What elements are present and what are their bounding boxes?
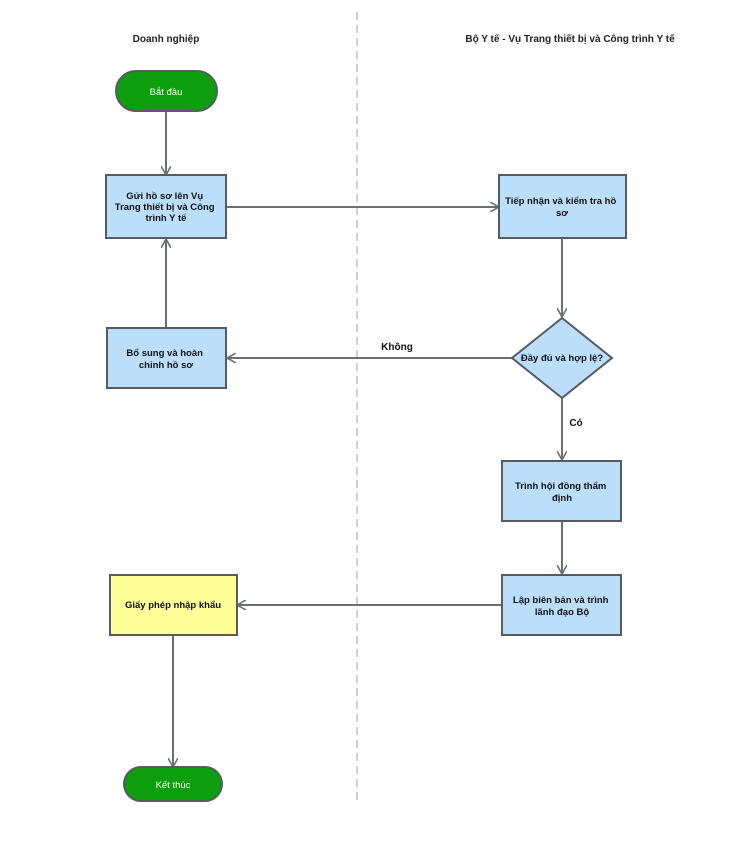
receive-check-node: Tiếp nhận và kiểm tra hồ sơ: [498, 174, 627, 239]
license-node: Giấy phép nhập khẩu: [109, 574, 238, 636]
report-node: Lập biên bản và trình lãnh đạo Bộ: [501, 574, 622, 636]
lane-title-business: Doanh nghiệp: [133, 34, 200, 45]
submit-dossier-label: Gửi hồ sơ lên Vụ Trang thiết bị và Công …: [115, 191, 217, 224]
supplement-node: Bổ sung và hoàn chỉnh hồ sơ: [106, 327, 227, 389]
receive-check-label: Tiếp nhận và kiểm tra hồ sơ: [505, 196, 619, 219]
start-label: Bắt đầu: [150, 87, 183, 98]
submit-dossier-node: Gửi hồ sơ lên Vụ Trang thiết bị và Công …: [105, 174, 227, 239]
decision-label: Đầy đủ và hợp lệ?: [521, 353, 603, 364]
license-label: Giấy phép nhập khẩu: [125, 600, 221, 611]
council-label: Trình hội đồng thẩm định: [515, 481, 609, 504]
report-label: Lập biên bản và trình lãnh đạo Bộ: [513, 595, 611, 618]
end-label: Kết thúc: [156, 780, 191, 791]
lane-title-ministry: Bộ Y tế - Vụ Trang thiết bị và Công trìn…: [465, 33, 675, 45]
end-node: Kết thúc: [123, 766, 223, 802]
start-node: Bắt đầu: [115, 70, 218, 112]
decision-node: Đầy đủ và hợp lệ?: [510, 316, 614, 400]
edge-label-no: Không: [381, 342, 413, 353]
council-node: Trình hội đồng thẩm định: [501, 460, 622, 522]
supplement-label: Bổ sung và hoàn chỉnh hồ sơ: [126, 348, 205, 371]
edge-label-yes: Có: [569, 418, 582, 429]
